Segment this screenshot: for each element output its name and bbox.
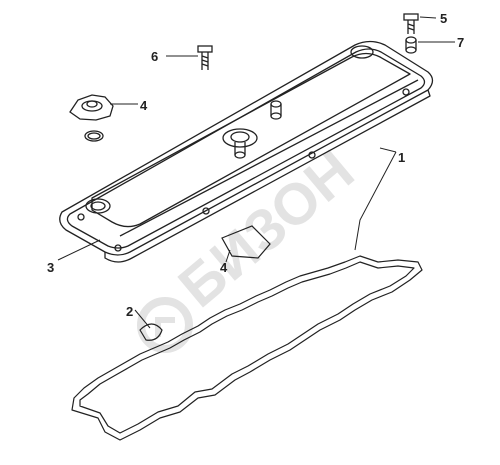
leader-5: [419, 16, 437, 19]
callout-1: 1: [398, 150, 405, 165]
callout-labels: 1 2 3 4 4 5 6 7: [47, 11, 464, 319]
leader-3: [57, 239, 101, 261]
o-ring-seal: [84, 130, 104, 142]
callout-4-cap: 4: [140, 98, 148, 113]
callout-6: 6: [151, 49, 158, 64]
leader-1: [354, 151, 397, 251]
leader-2: [134, 309, 151, 329]
leader-4b: [225, 249, 231, 263]
callout-7: 7: [457, 35, 464, 50]
bolt-5: [403, 13, 419, 34]
gasket-segment: [221, 225, 271, 259]
callout-4-segment: 4: [220, 260, 228, 275]
bolt-6: [197, 45, 213, 70]
breather-cap: [222, 128, 258, 159]
valve-cover: [59, 40, 434, 263]
callout-3: 3: [47, 260, 54, 275]
watermark-text: БИЗОН: [167, 138, 367, 320]
bizon-logo-icon: [137, 297, 193, 353]
oil-filler-cap: [69, 94, 114, 142]
spacer-sleeve: [405, 36, 417, 54]
callout-5: 5: [440, 11, 447, 26]
leader-lines: [57, 16, 455, 329]
callout-2: 2: [126, 304, 133, 319]
